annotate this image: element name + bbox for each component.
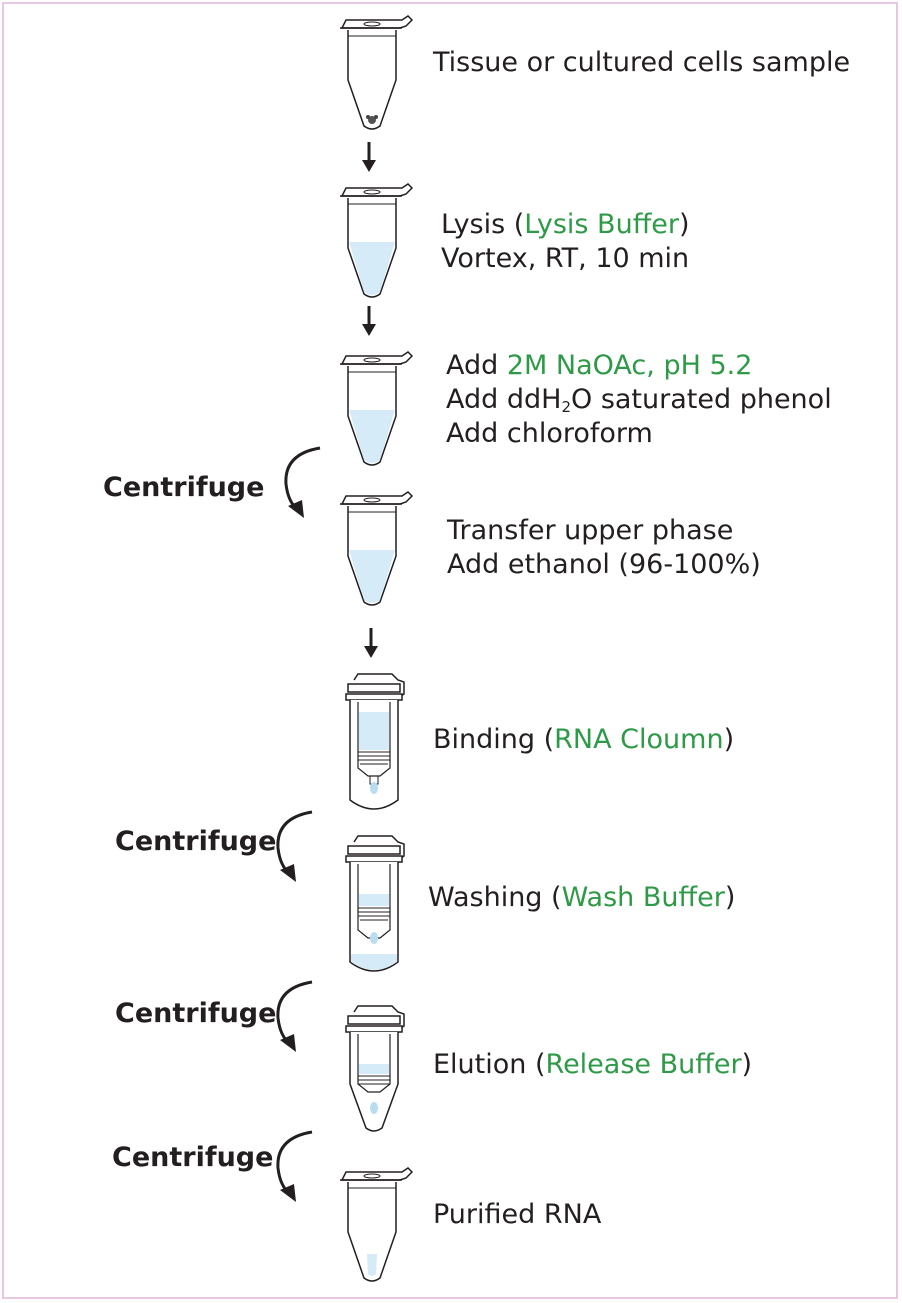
step-4-text: Transfer upper phase Add ethanol (96-100… [447,514,761,582]
step-2-text: Lysis (Lysis Buffer) Vortex, RT, 10 min [441,208,690,276]
curved-arrow-icon [276,810,313,882]
centrifuge-label: Centrifuge [112,1142,274,1173]
step-2-line-2: Vortex, RT, 10 min [441,243,690,274]
step-3-line-1: Add 2M NaOAc, pH 5.2 [446,350,753,381]
elution-column-icon [345,1005,405,1132]
step-6-text: Washing (Wash Buffer) [428,882,736,913]
phenol-tube-icon [339,351,413,466]
centrifuge-label: Centrifuge [115,826,277,857]
reagent-naoac: 2M NaOAc, pH 5.2 [506,350,753,381]
step-7-text: Elution (Release Buffer) [433,1049,753,1080]
reagent-wash-buffer: Wash Buffer [561,882,725,913]
step-5-text: Binding (RNA Cloumn) [433,724,735,755]
step-2-line-1: Lysis (Lysis Buffer) [441,209,690,240]
binding-column-icon [345,673,405,810]
step-3-line-2: Add ddH2O saturated phenol [446,384,832,416]
step-4-line-2: Add ethanol (96-100%) [447,549,761,580]
down-arrow-icon [364,628,378,658]
lysis-tube-icon [339,183,413,298]
purified-rna-tube-icon [339,1167,413,1282]
reagent-lysis-buffer: Lysis Buffer [524,209,680,240]
sample-tube-icon [339,15,413,130]
step-1-label: Tissue or cultured cells sample [433,47,851,78]
step-3-line-3: Add chloroform [446,418,653,449]
down-arrow-icon [362,306,376,336]
reagent-release-buffer: Release Buffer [545,1049,742,1080]
centrifuge-label: Centrifuge [115,998,277,1029]
step-3-text: Add 2M NaOAc, pH 5.2 Add ddH2O saturated… [446,349,832,451]
ethanol-tube-icon [339,491,413,606]
curved-arrow-icon [276,1130,313,1202]
step-1-text: Tissue or cultured cells sample [433,46,850,80]
curved-arrow-icon [276,980,313,1052]
step-4-line-1: Transfer upper phase [447,515,734,546]
curved-arrow-icon [284,446,321,518]
washing-column-icon [345,835,405,972]
centrifuge-label: Centrifuge [103,472,265,503]
reagent-rna-column: RNA Cloumn [554,724,724,755]
down-arrow-icon [362,142,376,172]
step-8-text: Purified RNA [433,1199,602,1230]
